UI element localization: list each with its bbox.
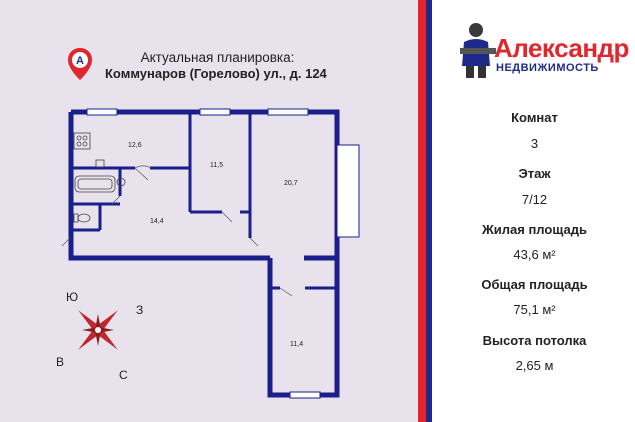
brand-name: Александр bbox=[494, 33, 629, 63]
compass-label-left: В bbox=[56, 355, 65, 369]
floor-label: Этаж bbox=[518, 166, 551, 181]
compass-label-bottom: С bbox=[119, 368, 128, 382]
svg-text:А: А bbox=[76, 55, 84, 67]
total-area-label: Общая площадь bbox=[481, 277, 588, 292]
plan-title: Актуальная планировка: bbox=[140, 50, 295, 65]
compass-rose-icon bbox=[78, 310, 118, 350]
living-area-value: 43,6 м² bbox=[513, 247, 556, 262]
rooms-label: Комнат bbox=[511, 110, 558, 125]
rooms-value: 3 bbox=[530, 136, 539, 151]
floor-value: 7/12 bbox=[521, 192, 548, 207]
living-area-label: Жилая площадь bbox=[482, 222, 587, 237]
brand-subtitle: НЕДВИЖИМОСТЬ bbox=[496, 62, 599, 74]
ceiling-height-label: Высота потолка bbox=[482, 333, 587, 348]
room-area-bedroom: 11,5 bbox=[210, 162, 224, 169]
room-area-living: 20,7 bbox=[284, 180, 298, 187]
room-area-hall: 14,4 bbox=[150, 218, 164, 225]
location-pin-icon: А bbox=[68, 48, 92, 80]
brand-mascot-logo bbox=[460, 23, 496, 78]
floor-plan bbox=[61, 108, 360, 399]
room-area-kitchen: 12,6 bbox=[128, 142, 142, 149]
compass-label-top: Ю bbox=[66, 290, 79, 304]
total-area-value: 75,1 м² bbox=[513, 302, 556, 317]
plan-address: Коммунаров (Горелово) ул., д. 124 bbox=[105, 66, 327, 81]
ceiling-height-value: 2,65 м bbox=[515, 358, 554, 373]
room-area-small: 11,4 bbox=[290, 341, 304, 348]
divider-stripe bbox=[418, 0, 434, 422]
compass-label-right: З bbox=[136, 303, 144, 317]
